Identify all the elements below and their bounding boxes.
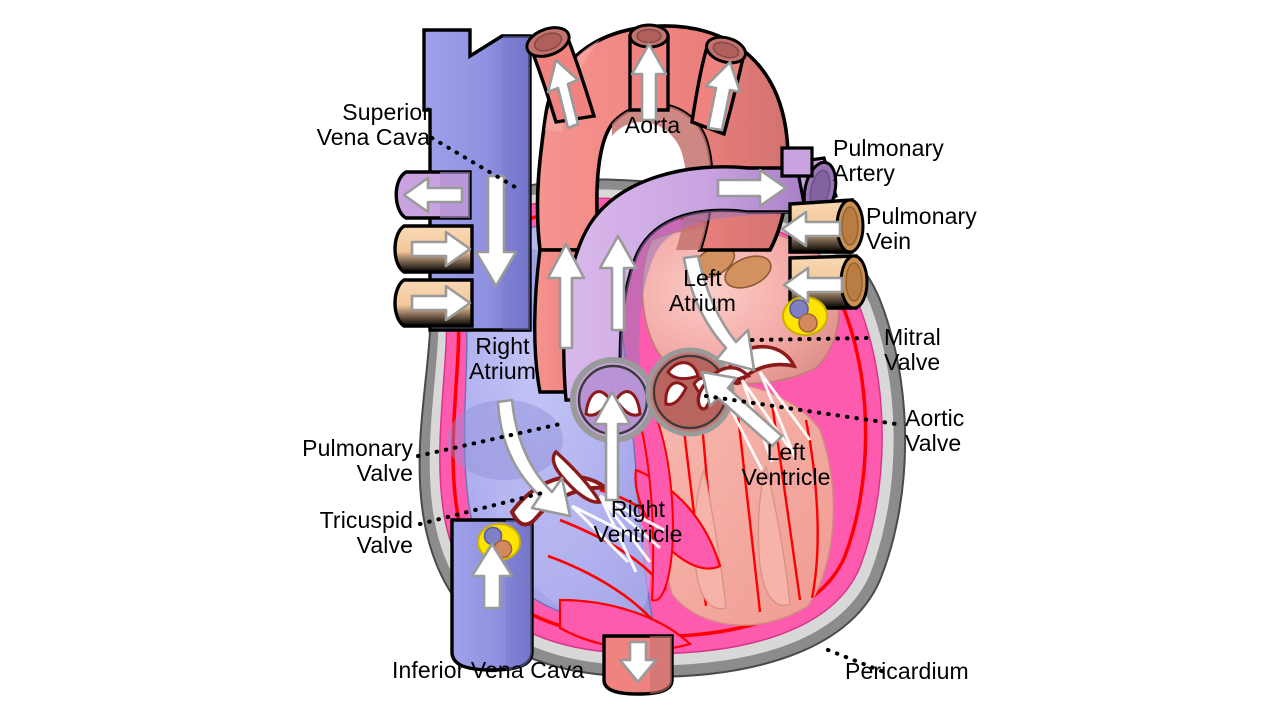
leader-mitral-valve: [750, 336, 870, 342]
label-superior-vena-cava: Superior Vena Cava: [316, 99, 430, 150]
label-aortic-valve: Aortic Valve: [905, 405, 965, 456]
label-pulmonary-valve: Pulmonary Valve: [302, 435, 413, 486]
label-right-ventricle: Right Ventricle: [593, 496, 683, 547]
label-inferior-vena-cava: Inferior Vena Cava: [392, 657, 585, 683]
leader-pericardium: [826, 648, 886, 674]
leader-tricuspid-valve: [418, 490, 548, 526]
tricuspid-valve: [509, 449, 665, 573]
label-right-atrium: Right Atrium: [468, 333, 537, 384]
label-left-ventricle: Left Ventricle: [741, 439, 831, 490]
label-mitral-valve: Mitral Valve: [884, 324, 941, 375]
coronary-vessels-right: [782, 296, 828, 336]
label-left-atrium: Left Atrium: [668, 265, 737, 316]
flow-arrows: [402, 42, 844, 684]
leader-aortic-valve: [704, 394, 898, 426]
leader-lines: [416, 136, 898, 674]
label-pericardium: Pericardium: [845, 658, 969, 684]
label-pulmonary-vein: Pulmonary Vein: [866, 203, 977, 254]
leader-superior-vena-cava: [430, 136, 522, 192]
label-aorta: Aorta: [624, 112, 681, 138]
label-tricuspid-valve: Tricuspid Valve: [319, 507, 413, 558]
label-pulmonary-artery: Pulmonary Artery: [833, 135, 944, 186]
